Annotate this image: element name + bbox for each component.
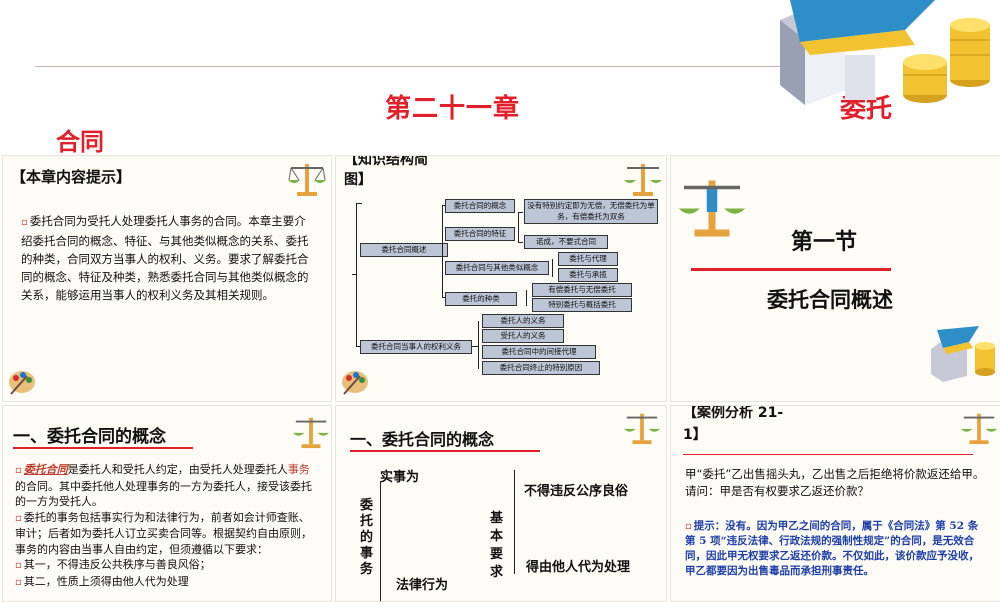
scales-icon xyxy=(624,158,662,198)
diagram-node: 委托人的义务 xyxy=(482,314,564,328)
diagram-node: 委托与承揽 xyxy=(558,268,618,282)
requirement-text: 其二，性质上须得由他人代为处理 xyxy=(23,574,189,588)
section-title: 委托合同概述 xyxy=(767,288,893,312)
highlighted-word: 事务 xyxy=(287,463,310,476)
slide-heading: 一、委托合同的概念 xyxy=(350,430,495,449)
diagram-node: 委托合同与其他类似概念 xyxy=(445,261,549,275)
slide-chapter-summary: 【本章内容提示】 ▫委托合同为受托人处理委托人事务的合同。本章主要介绍委托合同的… xyxy=(2,155,332,402)
diagram-node: 委托合同中的间接代理 xyxy=(482,345,596,359)
heading-line-1: 【案例分析 21- xyxy=(683,405,784,421)
case-answer: ▫提示：没有。因为甲乙之间的合同，属于《合同法》第 52 条第 5 项“违反法律… xyxy=(685,520,979,577)
house-coins-icon xyxy=(775,0,1000,115)
slide-section-title: 第一节 委托合同概述 xyxy=(670,155,1000,402)
slide-knowledge-structure: 【知识结构简 图】 委托合同概述 委托合同当事人的权利义务 委托合同的概念 委托… xyxy=(335,155,667,402)
scales-icon xyxy=(961,408,997,446)
requirement-item: ▫其一，不得违反公共秩序与善良风俗； xyxy=(15,558,211,571)
slide-heading: 【本章内容提示】 xyxy=(11,168,132,186)
scales-icon xyxy=(288,158,326,198)
diagram-left-label: 委托的事务 xyxy=(360,498,374,577)
definition-text-tail: 的合同。其中委托他人处理事务的一方为委托人，接受该委托的一方为受托人。 xyxy=(15,479,312,509)
heading-line-2: 1】 xyxy=(683,427,707,443)
requirement-text: 其一，不得违反公共秩序与善良风俗； xyxy=(23,558,211,571)
diagram-bracket xyxy=(514,470,515,574)
diagram-node: 委托合同终止的特别原因 xyxy=(482,361,600,375)
chapter-title: 第二十一章 xyxy=(385,94,521,124)
chapter-title-word: 合同 xyxy=(56,128,104,156)
heading-underline xyxy=(13,447,193,449)
concept-paragraphs: ▫委托合同是委托人和受托人约定，由受托人处理委托人事务的合同。其中委托他人处理事… xyxy=(15,462,315,590)
diagram-item-top: 实事为 xyxy=(380,470,420,485)
diagram-node: 受托人的义务 xyxy=(482,329,564,343)
diagram-node: 特别委托与概括委托 xyxy=(532,298,632,312)
scales-icon xyxy=(624,408,660,446)
heading-line-2: 图】 xyxy=(344,172,372,188)
slide-heading: 【案例分析 21- 1】 xyxy=(683,405,784,446)
heading-underline xyxy=(350,450,540,452)
diagram-middle-label: 基本要求 xyxy=(490,511,504,580)
summary-text: ▫委托合同为受托人处理委托人事务的合同。本章主要介绍委托合同的概念、特征、与其他… xyxy=(21,214,309,302)
paint-palette-icon xyxy=(7,366,37,396)
matters-text: 委托的事务包括事实行为和法律行为，前者如会计师查账、审计；后者如为委托人订立买卖… xyxy=(15,510,312,556)
scales-icon xyxy=(677,170,747,240)
slide-case-analysis: 【案例分析 21- 1】 甲“委托”乙出售摇头丸，乙出售之后拒绝将价款返还给甲。… xyxy=(670,405,1000,602)
diagram-node: 有偿委托与无偿委托 xyxy=(532,283,632,297)
diagram-node: 诺成，不要式合同 xyxy=(524,235,608,249)
slide-heading: 一、委托合同的概念 xyxy=(13,427,166,447)
requirement-item: ▫其二，性质上须得由他人代为处理 xyxy=(15,574,189,588)
definition-paragraph: ▫委托合同是委托人和受托人约定，由受托人处理委托人事务的合同。其中委托他人处理事… xyxy=(15,463,312,509)
diagram-item-bottom: 法律行为 xyxy=(396,578,449,593)
slide-concept-diagram: 一、委托合同的概念 委托的事务 实事为 法律行为 基本要求 不得违反公序良俗 得… xyxy=(335,405,667,602)
diagram-node: 委托与代理 xyxy=(558,252,618,266)
case-question: 甲“委托”乙出售摇头丸，乙出售之后拒绝将价款返还给甲。请问：甲是否有权要求乙返还… xyxy=(685,467,985,498)
defined-term: 委托合同 xyxy=(23,463,68,476)
diagram-node: 委托合同的概念 xyxy=(445,199,515,213)
house-coins-icon xyxy=(929,324,999,384)
diagram-node: 委托合同概述 xyxy=(360,243,448,257)
definition-text: 是委托人和受托人约定，由受托人处理委托人 xyxy=(67,463,288,476)
diagram-node: 没有特别约定即为无偿，无偿委托为单务，有偿委托为双务 xyxy=(524,199,658,224)
diagram-requirement: 不得违反公序良俗 xyxy=(524,484,629,499)
heading-line-1: 【知识结构简 xyxy=(344,155,428,168)
header-rule xyxy=(35,66,815,67)
diagram-node: 委托合同当事人的权利义务 xyxy=(360,340,472,354)
diagram-node: 委托的种类 xyxy=(445,292,517,306)
heading-underline xyxy=(683,454,973,455)
diagram-requirement: 得由他人代为处理 xyxy=(526,560,631,575)
diagram-node: 委托合同的特征 xyxy=(445,227,515,241)
scales-icon xyxy=(293,412,329,450)
section-divider xyxy=(691,268,891,271)
section-label: 第一节 xyxy=(791,229,858,255)
matters-paragraph: ▫委托的事务包括事实行为和法律行为，前者如会计师查账、审计；后者如为委托人订立买… xyxy=(15,510,312,556)
case-answer-text: 提示：没有。因为甲乙之间的合同，属于《合同法》第 52 条第 5 项“违反法律、… xyxy=(685,520,979,577)
diagram-bracket xyxy=(380,481,381,601)
paint-palette-icon xyxy=(340,366,370,396)
slide-concept-text: 一、委托合同的概念 ▫委托合同是委托人和受托人约定，由受托人处理委托人事务的合同… xyxy=(2,405,332,602)
slide-heading: 【知识结构简 图】 xyxy=(344,155,428,190)
